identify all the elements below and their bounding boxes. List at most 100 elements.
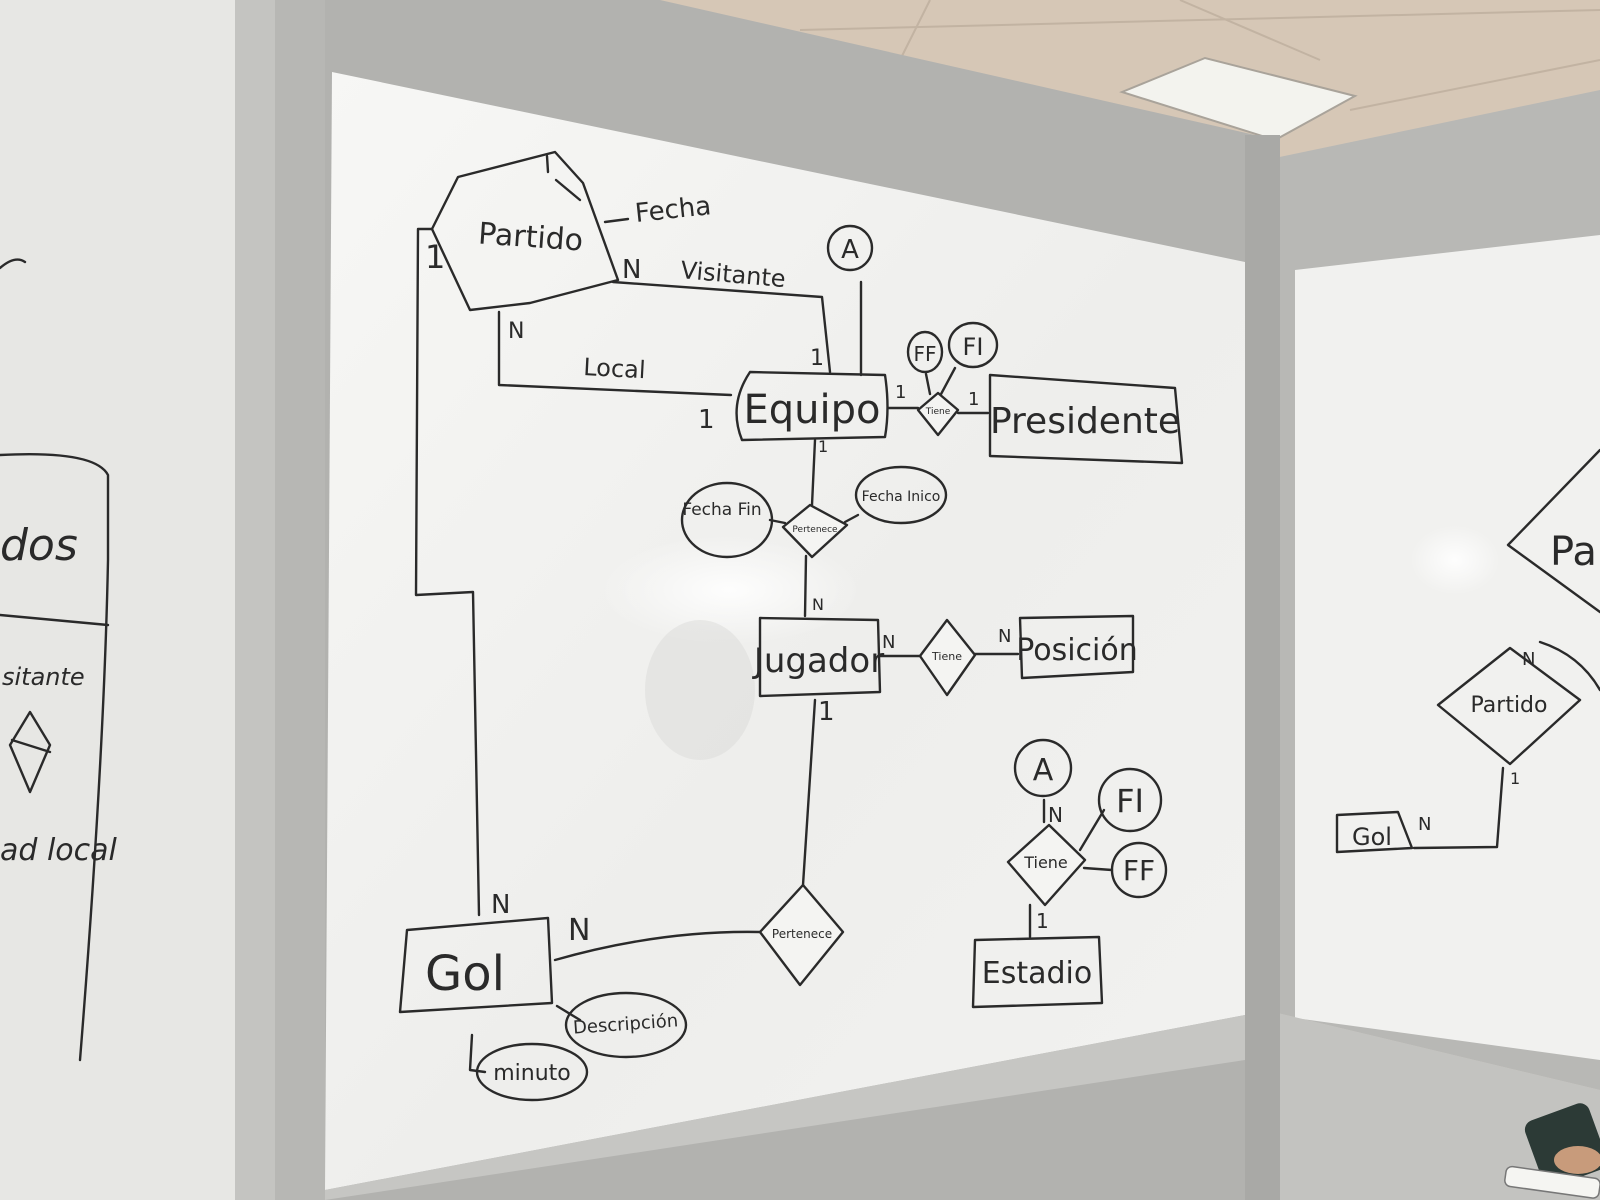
- relationship-tiene-estadio: Tiene: [1006, 823, 1087, 907]
- card-estadio-tiene: 1: [1036, 909, 1049, 933]
- relationship-tiene-presidente-diamond: [916, 391, 960, 437]
- right-relationship-partido: [1436, 646, 1582, 766]
- card-equipo-gol: 1: [698, 405, 715, 435]
- attribute-fi-presidente-shape: [947, 321, 999, 369]
- attribute-ff-estadio-circle: [1110, 841, 1168, 899]
- board-tray: [325, 1015, 1245, 1200]
- entity-presidente-box: [988, 373, 1184, 465]
- relationship-tiene-estadio-diamond: [1006, 823, 1087, 907]
- entity-estadio: Estadio: [971, 935, 1104, 1009]
- card-equipo-visitante: 1: [810, 346, 824, 371]
- attribute-ff-presidente-label: FF: [913, 342, 936, 366]
- attribute-fi-estadio-circle: [1097, 767, 1163, 833]
- right-board: [1295, 235, 1600, 1060]
- line-fechainicio-pertenece: [843, 513, 860, 524]
- left-fragment-dos: dos: [0, 520, 78, 571]
- line-partido-equipo-visitante: [611, 280, 832, 374]
- attribute-fecha-fin-shape: [680, 481, 774, 559]
- attribute-fi-estadio-label: FI: [1116, 782, 1144, 820]
- entity-partido-label: Partido: [477, 216, 584, 258]
- card-gol-pertenece: N: [568, 913, 590, 948]
- right-cardinality-n-top: N: [1522, 649, 1535, 670]
- hand: [1554, 1146, 1600, 1174]
- left-entity-box: [0, 452, 110, 1062]
- relationship-tiene-presidente-label: Tiene: [925, 407, 951, 417]
- attribute-fecha-inicio-label: Fecha Inico: [862, 489, 941, 505]
- attribute-fi-presidente-label: FI: [963, 333, 984, 361]
- attribute-minuto: minuto: [475, 1042, 589, 1102]
- entity-presidente: Presidente: [988, 373, 1184, 465]
- attribute-fecha-inicio-shape: [854, 465, 948, 525]
- attribute-fecha-fin: Fecha Fin: [680, 481, 774, 559]
- relationship-pertenece-gol-diamond: [758, 883, 845, 987]
- line-jugador-pertenece: [801, 698, 817, 887]
- center-right-post: [1245, 135, 1280, 1200]
- entity-equipo-label: Equipo: [744, 387, 881, 433]
- entity-gol-label: Gol: [425, 946, 505, 1002]
- line-tiene-ff: [924, 372, 932, 396]
- line-pertenece-jugador: [803, 554, 808, 618]
- entity-estadio-box: [971, 935, 1104, 1009]
- line-partido-gol: [414, 227, 481, 917]
- entity-estadio-label: Estadio: [982, 956, 1092, 991]
- entity-jugador: Jugador: [752, 616, 884, 698]
- er-connectors: [414, 227, 1114, 1074]
- relationship-tiene-presidente: Tiene: [916, 391, 960, 437]
- card-jugador-gol: 1: [818, 697, 835, 727]
- line-partido-fecha: [603, 217, 630, 224]
- relationship-pertenece-gol: Pertenece: [758, 883, 845, 987]
- line-tiene-ff-estadio: [1082, 866, 1114, 872]
- left-divider: [0, 613, 110, 627]
- entity-equipo-box: [735, 370, 889, 442]
- ceiling-light: [1119, 56, 1358, 142]
- attribute-a-equipo-label: A: [841, 235, 859, 265]
- attribute-a-estadio-circle: [1013, 738, 1073, 798]
- entity-posicion-label: Posición: [1016, 633, 1138, 668]
- line-gol-descripcion: [555, 1004, 582, 1022]
- attribute-ff-presidente-shape: [906, 330, 944, 374]
- line-equipo-pertenece: [810, 438, 817, 507]
- right-link-gol-partido: [1412, 766, 1505, 850]
- entity-partido-scribble: [545, 154, 582, 202]
- attribute-ff-estadio-label: FF: [1123, 854, 1155, 887]
- attribute-fi-presidente: FI: [947, 321, 999, 369]
- entity-posicion: Posición: [1016, 614, 1138, 680]
- entity-jugador-box: [758, 616, 882, 698]
- attribute-ff-presidente: FF: [906, 330, 944, 374]
- line-gol-minuto: [468, 1033, 487, 1074]
- left-fragment-mark: [0, 258, 27, 270]
- left-fragment-local: ad local: [0, 833, 118, 868]
- entity-posicion-box: [1018, 614, 1135, 680]
- center-left-post: [275, 0, 330, 1200]
- relationship-tiene-posicion: Tiene: [918, 618, 977, 697]
- relationship-tiene-estadio-label: Tiene: [1023, 853, 1068, 872]
- right-link-top: [1538, 640, 1600, 692]
- right-board-bottom: [1265, 1010, 1600, 1200]
- attribute-minuto-shape: [475, 1042, 589, 1102]
- card-jugador-tiene: N: [882, 632, 895, 653]
- reflection-shadow: [645, 620, 755, 760]
- relationship-pertenece-equipo-diamond: [781, 503, 849, 559]
- entity-presidente-label: Presidente: [990, 401, 1180, 442]
- relationship-tiene-posicion-label: Tiene: [931, 650, 962, 663]
- attribute-a-estadio: A: [1013, 738, 1073, 798]
- entity-jugador-label: Jugador: [752, 641, 884, 681]
- ceiling-grid: [799, 0, 1600, 111]
- left-board-frame: [235, 0, 275, 1200]
- line-partido-equipo-local: [497, 310, 733, 397]
- relationship-pertenece-gol-label: Pertenece: [772, 927, 832, 941]
- line-tiene-fi: [938, 366, 957, 398]
- line-gol-pertenece: [553, 930, 762, 962]
- relationship-tiene-posicion-diamond: [918, 618, 977, 697]
- relationship-pertenece-equipo: Pertenece: [781, 503, 849, 559]
- card-presidente-tiene: 1: [968, 389, 979, 410]
- card-partido-local: N: [508, 319, 524, 344]
- entity-gol: Gol: [398, 916, 554, 1014]
- card-equipo-pertenece: 1: [818, 437, 828, 456]
- card-equipo-tiene: 1: [895, 382, 906, 403]
- right-cardinality-1-partido: 1: [1510, 769, 1520, 788]
- attribute-fi-estadio: FI: [1097, 767, 1163, 833]
- attribute-fecha-fin-label: Fecha Fin: [682, 500, 761, 520]
- right-entity-gol: [1335, 810, 1414, 854]
